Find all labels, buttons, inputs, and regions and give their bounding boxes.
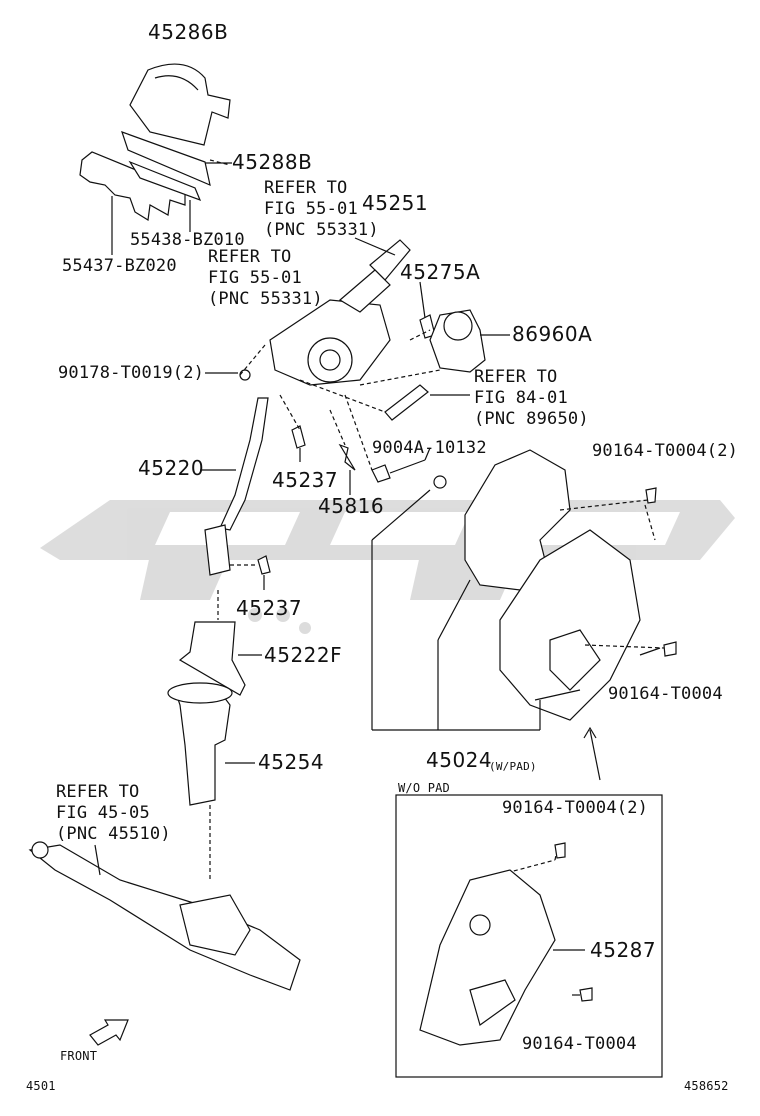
front-label: FRONT bbox=[60, 1049, 98, 1063]
bolt-45237-a bbox=[291, 425, 306, 449]
front-arrow-icon bbox=[89, 1019, 129, 1046]
screw-90164-a bbox=[645, 487, 657, 504]
clip-55438 bbox=[128, 160, 202, 202]
nut-90178 bbox=[239, 369, 251, 381]
label-45237-b: 45237 bbox=[236, 596, 303, 620]
screw-90164-inset-a bbox=[554, 842, 566, 859]
label-45275A: 45275A bbox=[400, 260, 481, 284]
label-90178: 90178-T0019(2) bbox=[58, 363, 205, 383]
cover-45288B bbox=[121, 131, 211, 187]
upper-cover-45286B bbox=[129, 63, 231, 146]
label-90164-inset: 90164-T0004 bbox=[522, 1034, 637, 1054]
label-45287: 45287 bbox=[590, 938, 657, 962]
ref-fig-55-01-b: REFER TO FIG 55-01 (PNC 55331) bbox=[208, 247, 323, 309]
lower-cover-45024-left bbox=[464, 449, 571, 591]
label-45222F: 45222F bbox=[264, 643, 343, 667]
bolt-45237-b bbox=[257, 555, 271, 575]
page-code: 4501 bbox=[26, 1079, 56, 1093]
ref-fig-84-01: REFER TO FIG 84-01 (PNC 89650) bbox=[474, 367, 589, 429]
inset-title: W/O PAD bbox=[398, 781, 450, 795]
screw-90164-b bbox=[663, 641, 677, 657]
label-45816: 45816 bbox=[318, 494, 385, 518]
label-45251: 45251 bbox=[362, 191, 429, 215]
label-45024-note: (W/PAD) bbox=[489, 760, 537, 773]
label-9004A: 9004A-10132 bbox=[372, 438, 487, 458]
label-45024: 45024 bbox=[426, 748, 493, 772]
ref-fig-55-01-a: REFER TO FIG 55-01 (PNC 55331) bbox=[264, 178, 379, 240]
label-45288B: 45288B bbox=[232, 150, 313, 174]
shaft-45220 bbox=[219, 397, 269, 531]
label-45220: 45220 bbox=[138, 456, 205, 480]
ref-fig-45-05: REFER TO FIG 45-05 (PNC 45510) bbox=[56, 782, 171, 844]
label-86960A: 86960A bbox=[512, 322, 593, 346]
inset-box bbox=[395, 794, 663, 1078]
screw-90164-inset-b bbox=[579, 987, 593, 1002]
label-55438: 55438-BZ010 bbox=[130, 230, 245, 250]
steering-rack bbox=[28, 844, 301, 991]
figure-number: 458652 bbox=[684, 1079, 729, 1093]
label-45254: 45254 bbox=[258, 750, 325, 774]
label-90164-t0004: 90164-T0004 bbox=[608, 684, 723, 704]
label-90164-inset-2: 90164-T0004(2) bbox=[502, 798, 649, 818]
boot-45222F bbox=[178, 621, 246, 696]
lines bbox=[28, 63, 677, 1078]
bracket-89650 bbox=[384, 384, 429, 421]
cover-45287 bbox=[419, 869, 556, 1046]
label-90164-t0004-2: 90164-T0004(2) bbox=[592, 441, 739, 461]
lower-cover-45024-right bbox=[499, 529, 641, 721]
label-45237-a: 45237 bbox=[272, 468, 339, 492]
label-55437: 55437-BZ020 bbox=[62, 256, 177, 276]
label-45286B: 45286B bbox=[148, 20, 229, 44]
bolt-9004A bbox=[371, 464, 391, 483]
clip-45816 bbox=[338, 443, 356, 471]
